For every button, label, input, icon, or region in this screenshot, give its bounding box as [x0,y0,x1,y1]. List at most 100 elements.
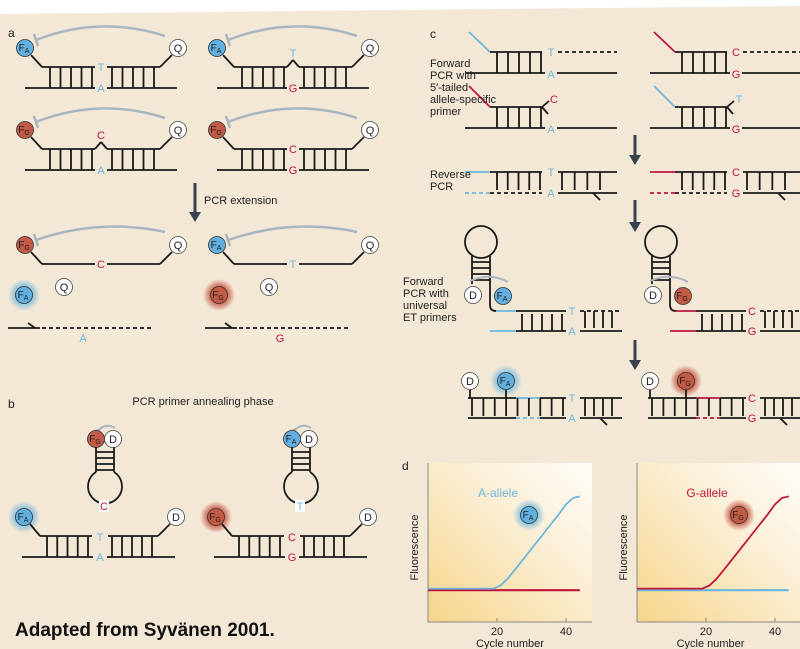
inhibition-bar [32,115,40,129]
fluorophore-a-icon: FA [8,279,40,311]
nucleotide-label: A [79,333,87,345]
fluorophore-label: FA [19,43,30,55]
nucleotide-label: T [548,47,555,59]
step-label-line: ET primers [403,312,457,324]
dna-strand [159,136,173,150]
circle-label: D [646,376,654,388]
y-axis-label: Fluorescence [618,514,630,580]
hairpin-loop [644,225,678,259]
fluorophore-label: FA [18,290,29,302]
fluorophore-label: FA [18,512,29,524]
fluorophore-g-icon: FG [16,121,34,139]
nucleotide-label: G [732,124,741,136]
step-label-line: Forward [403,276,443,288]
dna-strand [221,523,233,537]
step-label-line: 5′-tailed [430,82,468,94]
down-arrow-icon [189,212,201,222]
circle-label: D [172,512,180,524]
fluorophore-label: FG [210,125,222,137]
label-circle [300,430,318,448]
dna-strand [351,54,365,68]
nucleotide-label: C [748,306,756,318]
step-forward-pcr-label: Forward PCR with 5′-tailed allele-specif… [430,58,497,118]
dna-strand [351,136,365,150]
circle-label: D [305,434,313,446]
dna-strand [726,106,734,115]
down-arrow-icon [629,155,641,165]
x-tick-label: 40 [560,626,572,638]
fluorophore-a-icon: FA [494,287,512,305]
fluorophore-circle [15,508,33,526]
fluorophore-circle [730,506,748,524]
energy-transfer-arrow [469,275,509,283]
dna-strand [30,251,43,265]
label-circle [359,508,377,526]
inhibition-bar [224,33,232,47]
label-circle [260,278,278,296]
dna-strand [541,106,549,115]
dna-strand [159,251,173,265]
fluorophore-circle [520,506,538,524]
donor-circle: D [359,508,377,526]
nucleotide-label: C [732,47,740,59]
label-circle [361,121,379,139]
fluorophore-label: FG [212,290,224,302]
fluorophore-circle [677,372,695,390]
circle-label: Q [366,240,375,252]
hairpin-loop [464,225,498,259]
fluorophore-circle [207,508,225,526]
fluorophore-a-icon: FA [16,39,34,57]
nucleotide-label: T [736,94,743,106]
inhibition-bar [224,115,232,129]
quencher-circle: Q [361,121,379,139]
nucleotide-label: T [98,62,105,74]
fluorophore-label: FG [676,291,688,303]
dna-strand [592,192,601,201]
nucleotide-label: G [276,333,285,345]
x-tick-label: 20 [700,626,712,638]
loop-letter-bg [99,500,109,512]
plot-area [428,463,592,622]
dna-strand [222,136,235,150]
step-reverse-pcr-label: Reverse PCR [430,169,471,193]
circle-label: Q [366,43,375,55]
quencher-circle: Q [169,121,187,139]
annealing-phase-title: PCR primer annealing phase [132,396,273,408]
down-arrow-icon [629,360,641,370]
label-circle [361,236,379,254]
series-line-a-allele [428,495,581,590]
label-circle [104,430,122,448]
x-axis-label: Cycle number [476,638,544,649]
donor-circle: D [300,430,318,448]
nucleotide-label: G [732,69,741,81]
x-axis-label: Cycle number [677,638,745,649]
donor-circle: D [167,508,185,526]
nucleotide-label: A [96,552,104,564]
step-label-line: primer [430,106,462,118]
dna-strand [779,417,788,426]
dna-strand [222,251,235,265]
quencher-circle: Q [55,278,73,296]
dna-strand [599,417,608,426]
dna-strand [292,59,300,68]
curve-annotation: A-allele [478,486,518,500]
fluorophore-a-icon: FA [208,236,226,254]
nucleotide-label: G [748,413,757,425]
fluorophore-g-icon: FG [670,365,702,397]
step-label-line: PCR [430,181,453,193]
donor-circle: D [641,372,659,390]
plot-area [637,463,800,622]
nucleotide-label: A [547,69,555,81]
nucleotide-label: T [569,393,576,405]
nucleotide-label: C [288,532,296,544]
donor-circle: D [461,372,479,390]
label-circle [169,121,187,139]
dna-strand [94,141,102,150]
quenching-arc [227,225,358,242]
nucleotide-label: A [97,83,105,95]
dna-strand [541,100,550,108]
